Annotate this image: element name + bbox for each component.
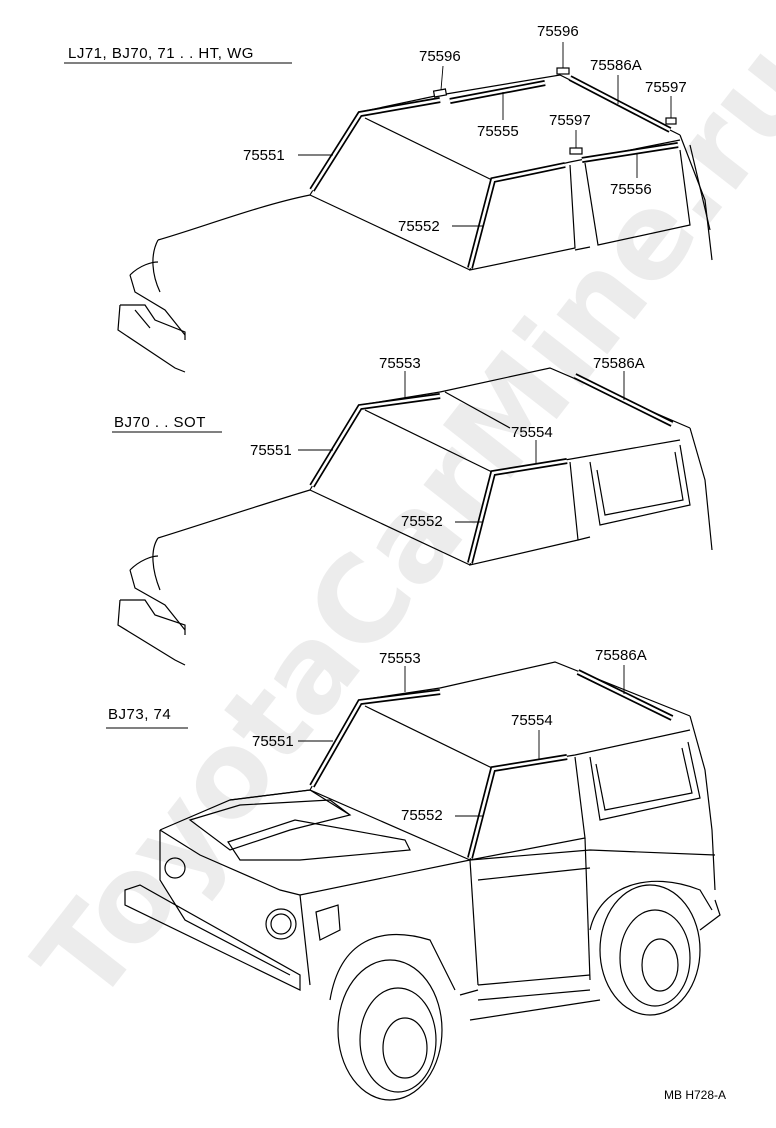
- g1-front-edge: [152, 239, 161, 293]
- group-2-vehicle: [112, 367, 713, 666]
- g2-label-75552: 75552: [401, 513, 443, 530]
- group-3-heading: BJ73, 74: [108, 706, 171, 723]
- g1-clip-75596-left: [432, 88, 448, 98]
- g1-label-75596-top: 75596: [537, 23, 579, 40]
- g1-clip-75597-mid: [569, 147, 583, 155]
- g1-clip-75596-top: [556, 67, 570, 75]
- g1-label-75596-left: 75596: [419, 48, 461, 65]
- g1-rear-window: [584, 149, 691, 246]
- g3-headlight: [265, 908, 297, 940]
- g3-label-75553: 75553: [379, 650, 421, 667]
- group-2-heading: BJ70 . . SOT: [114, 414, 206, 431]
- g1-label-75551: 75551: [243, 147, 285, 164]
- g1-label-75552: 75552: [398, 218, 440, 235]
- g1-label-75597-right: 75597: [645, 79, 687, 96]
- g2-label-75554: 75554: [511, 424, 553, 441]
- g2-label-75586A: 75586A: [593, 355, 645, 372]
- g1-clip-75597-right: [665, 117, 677, 125]
- group-3-vehicle: [106, 661, 721, 1101]
- g3-label-75552: 75552: [401, 807, 443, 824]
- group-1-vehicle: [64, 42, 713, 373]
- g3-label-75586A: 75586A: [595, 647, 647, 664]
- g1-label-75586A: 75586A: [590, 57, 642, 74]
- figure-code: MB H728-A: [664, 1088, 726, 1102]
- g3-label-75554: 75554: [511, 712, 553, 729]
- g2-label-75551: 75551: [250, 442, 292, 459]
- g3-label-75551: 75551: [252, 733, 294, 750]
- g3-front-wheel: [337, 959, 443, 1101]
- g1-label-75556: 75556: [610, 181, 652, 198]
- group-1-heading: LJ71, BJ70, 71 . . HT, WG: [68, 45, 254, 62]
- g3-rear-wheel: [599, 884, 701, 1016]
- g1-label-75555: 75555: [477, 123, 519, 140]
- g1-label-75597-mid: 75597: [549, 112, 591, 129]
- g1-hood-line: [157, 194, 311, 241]
- g2-label-75553: 75553: [379, 355, 421, 372]
